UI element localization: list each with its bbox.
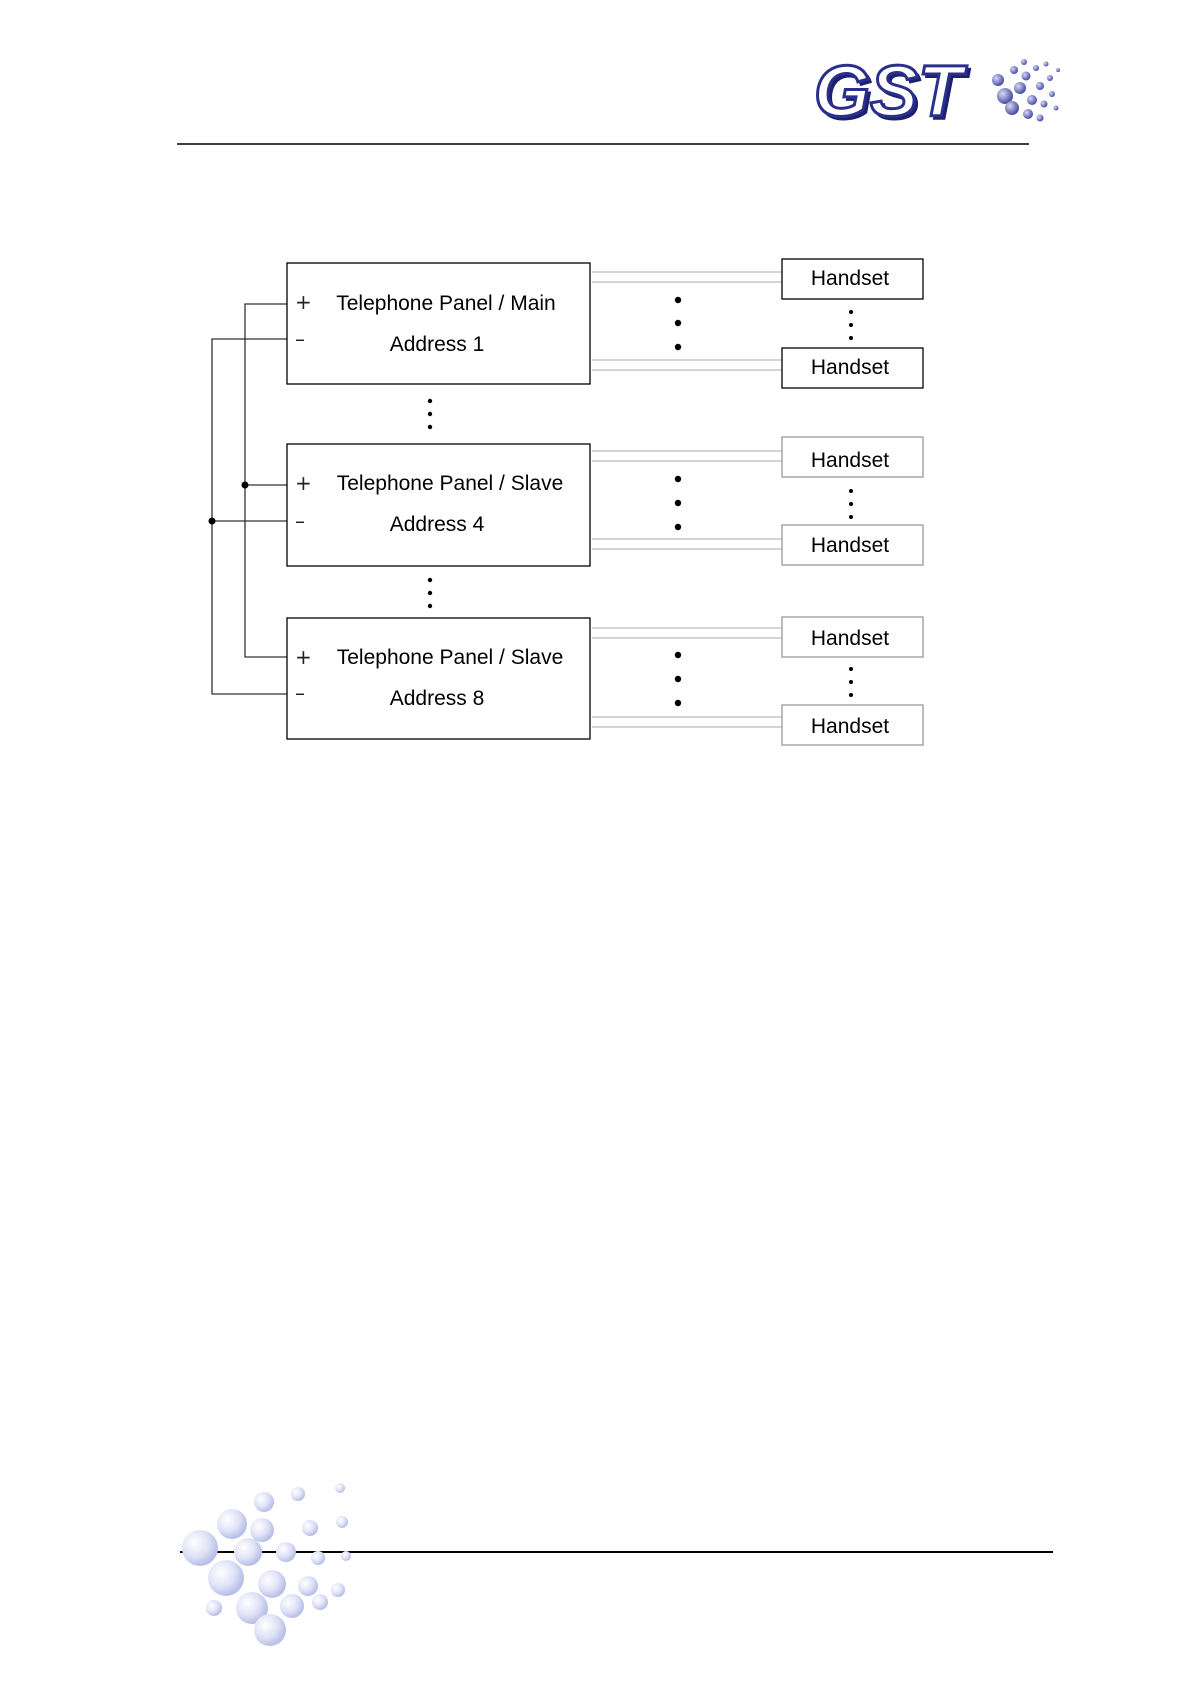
- handset-box: Handset: [782, 525, 923, 565]
- minus-sign: –: [295, 509, 305, 533]
- panel-slave-8: + – Telephone Panel / Slave Address 8: [287, 618, 590, 739]
- wire-ellipsis-2: [675, 476, 681, 530]
- panel-ellipsis-1: [428, 399, 432, 429]
- panel-address: Address 4: [390, 513, 485, 536]
- panel-ellipsis-2: [428, 578, 432, 608]
- gst-logo: GST GST: [814, 52, 1060, 135]
- minus-sign: –: [295, 681, 305, 705]
- handset-label: Handset: [811, 534, 889, 557]
- footer-bubbles-decoration: [182, 1483, 351, 1646]
- plus-bus-wire: [245, 304, 287, 657]
- bus-wiring: [212, 304, 287, 694]
- plus-sign: +: [295, 290, 312, 314]
- minus-sign: –: [295, 327, 305, 351]
- minus-bus-wire: [212, 339, 287, 694]
- handset-label: Handset: [811, 267, 889, 290]
- handset-box: Handset: [782, 259, 923, 299]
- panel-address: Address 1: [390, 333, 485, 356]
- wire-ellipsis-1: [675, 297, 681, 350]
- handset-box: Handset: [782, 617, 923, 657]
- handset-box: Handset: [782, 705, 923, 745]
- handset-ellipsis: [849, 667, 853, 697]
- panel-address: Address 8: [390, 687, 485, 710]
- handset-label: Handset: [811, 449, 889, 472]
- logo-dots-icon: [992, 59, 1060, 122]
- wire-ellipsis-3: [675, 652, 681, 706]
- plus-sign: +: [295, 645, 312, 669]
- handset-wiring: [592, 272, 782, 727]
- panel-title: Telephone Panel / Slave: [337, 472, 564, 495]
- handset-ellipsis: [849, 310, 853, 340]
- handset-box: Handset: [782, 437, 923, 477]
- handset-label: Handset: [811, 356, 889, 379]
- panel-title: Telephone Panel / Main: [336, 292, 556, 315]
- handset-ellipsis: [849, 489, 853, 519]
- handset-label: Handset: [811, 715, 889, 738]
- handset-label: Handset: [811, 627, 889, 650]
- panel-title: Telephone Panel / Slave: [337, 646, 564, 669]
- panel-slave-4: + – Telephone Panel / Slave Address 4: [287, 444, 590, 566]
- panel-main: + – Telephone Panel / Main Address 1: [287, 263, 590, 384]
- plus-sign: +: [295, 471, 312, 495]
- handset-box: Handset: [782, 348, 923, 388]
- gst-logo-text: GST: [814, 52, 968, 132]
- minus-junction-dot: [209, 518, 216, 525]
- plus-junction-dot: [242, 482, 249, 489]
